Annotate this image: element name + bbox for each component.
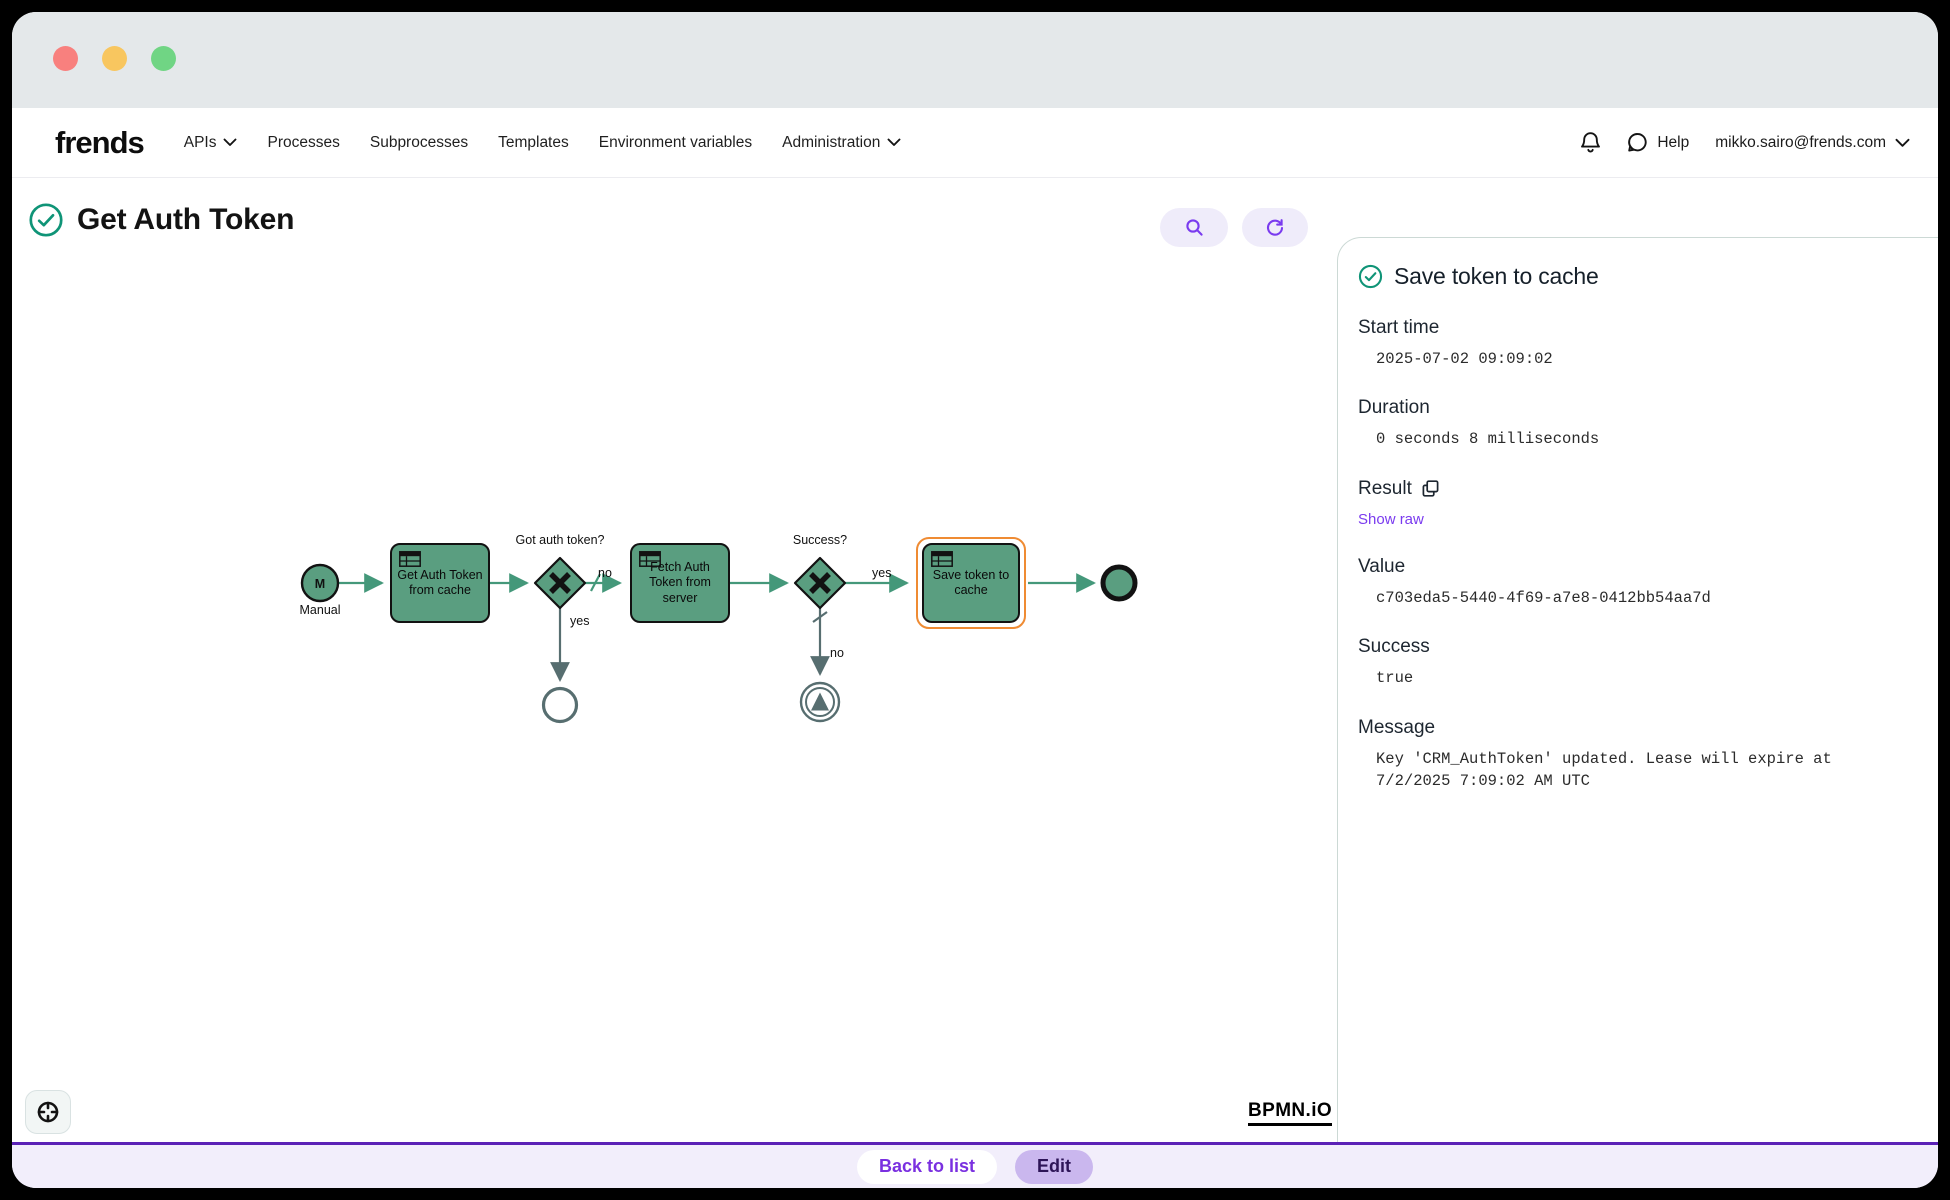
chevron-down-icon: [1895, 138, 1910, 147]
bpmn-start-event[interactable]: [300, 563, 340, 603]
bpmn-task-save-token-to-cache[interactable]: Save token to cache: [922, 543, 1020, 623]
edit-button[interactable]: Edit: [1015, 1149, 1093, 1184]
window-close-button[interactable]: [53, 46, 78, 71]
check-circle-icon: [29, 203, 63, 237]
window-minimize-button[interactable]: [102, 46, 127, 71]
search-icon: [1185, 219, 1203, 236]
task-table-icon: [639, 551, 661, 567]
notifications-button[interactable]: [1580, 131, 1601, 154]
nav-item-label: Subprocesses: [369, 133, 469, 151]
bpmn-connections: M Manual Got auth token? no yes Success?…: [300, 533, 1138, 724]
nav-item-apis[interactable]: APIs: [184, 134, 238, 152]
navbar-right: Help mikko.sairo@frends.com: [1580, 131, 1910, 154]
help-button[interactable]: Help: [1627, 132, 1689, 153]
app-window: frends APIs Processes Subprocesses Templ…: [12, 12, 1938, 1188]
check-circle-icon: [1358, 264, 1383, 289]
default-flow-slash: [812, 611, 828, 623]
gateway1-yes-label: yes: [570, 614, 589, 628]
panel-header: Save token to cache: [1358, 263, 1898, 290]
page-title: Get Auth Token: [77, 203, 295, 236]
success-label: Success: [1358, 636, 1430, 658]
xor-gateway-marker: [809, 572, 831, 594]
duration-value: 0 seconds 8 milliseconds: [1376, 430, 1600, 449]
message-label: Message: [1358, 716, 1436, 738]
show-raw-link[interactable]: Show raw: [1358, 510, 1424, 528]
escalation-triangle: [811, 692, 829, 711]
start-time-label: Start time: [1358, 317, 1440, 338]
chat-bubble-icon: [1628, 133, 1647, 152]
start-event-marker: M: [315, 577, 325, 591]
bpmn-io-watermark[interactable]: BPMN.iO: [1248, 1100, 1333, 1126]
bpmn-task-get-auth-token-from-cache[interactable]: Get Auth Token from cache: [390, 543, 490, 623]
window-titlebar: [12, 12, 1938, 108]
task-label: Get Auth Token from cache: [397, 567, 483, 597]
default-flow-slash: [590, 573, 601, 592]
value-label: Value: [1358, 555, 1406, 577]
value-value: c703eda5-5440-4f69-a7e8-0412bb54aa7d: [1376, 588, 1711, 607]
user-email: mikko.sairo@frends.com: [1715, 133, 1886, 151]
bpmn-end-event[interactable]: [1100, 564, 1138, 602]
nav-item-processes[interactable]: Processes: [267, 134, 339, 152]
main-nav: APIs Processes Subprocesses Templates En…: [184, 134, 902, 152]
window-zoom-button[interactable]: [151, 46, 176, 71]
bpmn-canvas[interactable]: M Manual Got auth token? no yes Success?…: [12, 12, 1338, 1142]
nav-item-subprocesses[interactable]: Subprocesses: [370, 134, 468, 152]
crosshair-icon: [37, 1101, 59, 1123]
start-time-value: 2025-07-02 09:09:02: [1376, 350, 1553, 368]
nav-item-environment-variables[interactable]: Environment variables: [599, 134, 752, 152]
back-to-list-button[interactable]: Back to list: [857, 1149, 997, 1184]
success-value: true: [1376, 669, 1414, 688]
help-label: Help: [1657, 133, 1690, 151]
result-label-text: Result: [1358, 477, 1412, 499]
refresh-button[interactable]: [1242, 208, 1308, 247]
gateway2-question: Success?: [793, 533, 847, 547]
search-button[interactable]: [1160, 208, 1228, 247]
top-navbar: frends APIs Processes Subprocesses Templ…: [12, 108, 1938, 178]
execution-detail-panel: Save token to cache Start time 2025-07-0…: [1337, 237, 1938, 1142]
bell-icon: [1581, 132, 1601, 153]
nav-item-templates[interactable]: Templates: [498, 134, 569, 152]
result-label: Result: [1358, 478, 1898, 500]
user-menu[interactable]: mikko.sairo@frends.com: [1715, 134, 1910, 152]
gateway1-question: Got auth token?: [516, 533, 605, 547]
bpmn-end-event-cached[interactable]: [541, 686, 579, 724]
task-label: Save token to cache: [932, 567, 1010, 597]
refresh-icon: [1266, 218, 1284, 236]
nav-item-label: Templates: [498, 133, 569, 151]
gateway1-no-label: no: [598, 566, 612, 580]
chevron-down-icon: [224, 138, 237, 146]
escalation-inner-circle: [805, 687, 835, 717]
nav-item-label: Administration: [782, 133, 881, 151]
nav-item-label: APIs: [183, 133, 217, 151]
task-table-icon: [399, 551, 421, 567]
start-event-caption: Manual: [300, 603, 341, 617]
nav-item-administration[interactable]: Administration: [782, 134, 901, 152]
task-table-icon: [931, 551, 953, 567]
message-value: Key 'CRM_AuthToken' updated. Lease will …: [1376, 749, 1842, 791]
gateway2-yes-label: yes: [872, 566, 891, 580]
xor-gateway-marker: [549, 572, 571, 594]
reset-viewport-button[interactable]: [25, 1090, 71, 1134]
frends-logo: frends: [55, 124, 145, 160]
duration-label: Duration: [1358, 397, 1430, 419]
copy-icon[interactable]: [1421, 479, 1440, 498]
task-label: Fetch Auth Token from server: [649, 560, 711, 605]
nav-item-label: Environment variables: [598, 133, 753, 151]
panel-title: Save token to cache: [1394, 263, 1599, 289]
nav-item-label: Processes: [267, 133, 340, 151]
bottom-action-bar: Back to list Edit: [12, 1142, 1938, 1188]
gateway2-no-label: no: [830, 646, 844, 660]
bpmn-task-fetch-auth-token-from-server[interactable]: Fetch Auth Token from server: [630, 543, 730, 623]
chevron-down-icon: [887, 138, 901, 146]
process-title-row: Get Auth Token: [28, 202, 294, 238]
